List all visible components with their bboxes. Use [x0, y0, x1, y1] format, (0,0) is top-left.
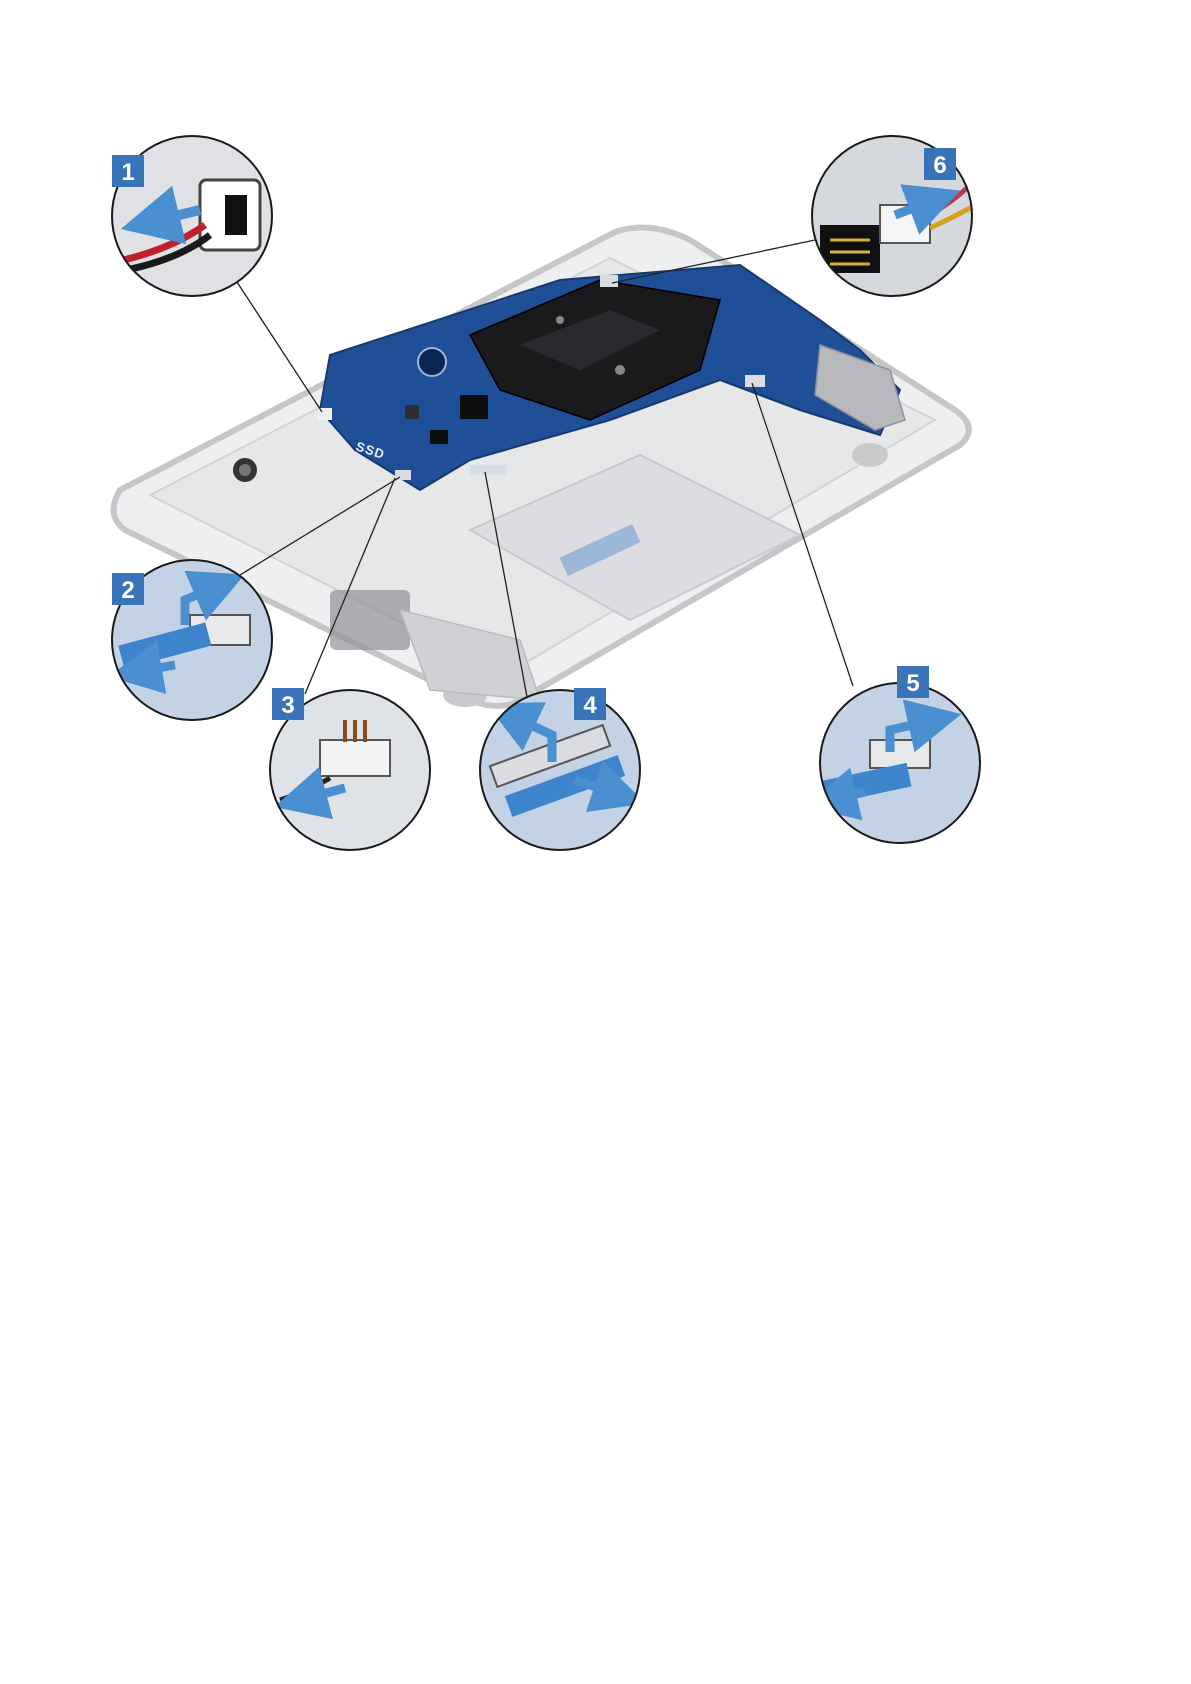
- power-board-connector: [600, 275, 618, 287]
- callout-number-4: 4: [583, 692, 597, 719]
- speaker-connector: [320, 740, 390, 776]
- callout-number-6: 6: [933, 152, 946, 179]
- callout-number-3: 3: [281, 692, 294, 719]
- callout-number-5: 5: [906, 670, 919, 697]
- callout-6: 6: [810, 136, 980, 306]
- chip: [460, 395, 488, 419]
- leader-1: [237, 282, 322, 412]
- callout-number-2: 2: [121, 577, 134, 604]
- callout-4: 4: [480, 688, 650, 860]
- callout-number-1: 1: [121, 159, 134, 186]
- callout-5: 5: [818, 666, 990, 853]
- fan-area: [330, 590, 410, 650]
- keyboard-board-connector: [745, 375, 765, 387]
- touchpad-board-connector: [470, 465, 506, 475]
- callout-1: 1: [110, 130, 280, 310]
- speaker-right: [852, 443, 888, 467]
- callout-3: 3: [270, 688, 440, 860]
- dell-logo: [418, 348, 446, 376]
- zif-connector: [870, 740, 930, 768]
